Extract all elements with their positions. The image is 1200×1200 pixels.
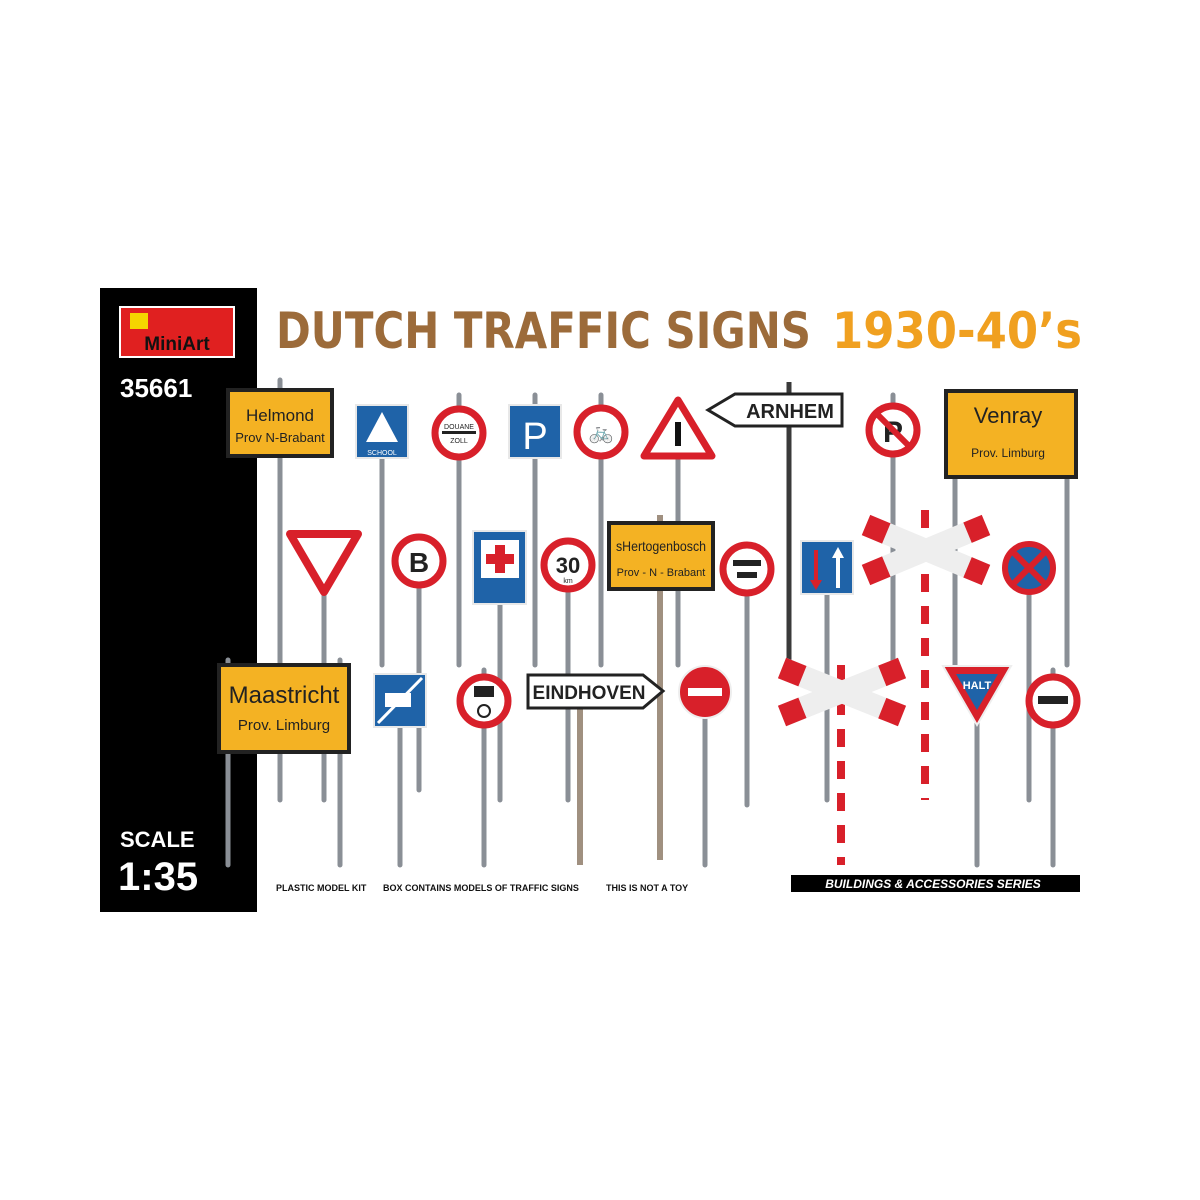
scale-label: SCALE — [120, 827, 195, 852]
sign-no-stopping — [1002, 541, 1056, 595]
sign-end-of-restriction — [373, 673, 427, 728]
sign-no-motor-vehicles — [456, 673, 512, 729]
svg-text:MiniArt: MiniArt — [144, 334, 210, 355]
svg-text:sHertogenbosch: sHertogenbosch — [616, 538, 706, 554]
svg-text:30: 30 — [556, 553, 580, 578]
sign-douane: DOUANE ZOLL — [431, 405, 487, 461]
scale-value: 1:35 — [118, 855, 198, 899]
footer-note-3: THIS IS NOT A TOY — [606, 883, 688, 893]
sign-no-carts — [719, 541, 775, 597]
footer-note-2: BOX CONTAINS MODELS OF TRAFFIC SIGNS — [383, 883, 579, 893]
sign-no-entry — [678, 665, 732, 719]
sign-yield — [286, 530, 362, 596]
sign-speed-30: 30 km — [540, 537, 596, 593]
svg-text:Helmond: Helmond — [246, 406, 314, 425]
sign-no-carts-2 — [1025, 673, 1081, 729]
sign-first-aid — [472, 530, 527, 605]
sign-no-bicycles: 🚲 — [573, 404, 629, 460]
sign-halt: HALT — [941, 665, 1013, 728]
svg-text:DOUANE: DOUANE — [444, 424, 474, 431]
svg-text:km: km — [563, 578, 573, 585]
miniart-logo: MiniArt — [119, 306, 235, 358]
svg-text:EINDHOVEN: EINDHOVEN — [533, 683, 646, 704]
svg-text:SCHOOL: SCHOOL — [367, 450, 397, 457]
sign-b: B — [391, 533, 447, 589]
series-banner: BUILDINGS & ACCESSORIES SERIES — [791, 875, 1080, 892]
footer-note-1: PLASTIC MODEL KIT — [276, 883, 367, 893]
sign-no-parking: P — [865, 402, 921, 458]
svg-text:Maastricht: Maastricht — [229, 682, 340, 709]
sign-maastricht: Maastricht Prov. Limburg — [217, 663, 351, 754]
svg-text:P: P — [522, 416, 547, 458]
svg-text:BUILDINGS & ACCESSORIES SERIES: BUILDINGS & ACCESSORIES SERIES — [825, 877, 1041, 891]
svg-text:ZOLL: ZOLL — [450, 438, 468, 445]
sign-hertogenbosch: sHertogenbosch Prov - N - Brabant — [607, 521, 715, 591]
sign-arnhem: ARNHEM — [705, 392, 844, 428]
sign-warning-triangle — [640, 396, 716, 460]
bicycle-icon: 🚲 — [589, 422, 614, 444]
title-main: DUTCH TRAFFIC SIGNS — [276, 302, 811, 360]
svg-text:Prov. Limburg: Prov. Limburg — [238, 717, 330, 734]
svg-text:Prov. Limburg: Prov. Limburg — [971, 446, 1045, 460]
svg-text:Prov N-Brabant: Prov N-Brabant — [235, 430, 325, 445]
sign-railway-crossbuck — [861, 514, 991, 586]
title-years: 1930-40’s — [832, 302, 1082, 360]
svg-text:Venray: Venray — [974, 403, 1043, 428]
svg-text:HALT: HALT — [963, 680, 992, 692]
sign-parking: P — [508, 404, 562, 459]
kit-number: 35661 — [120, 373, 192, 403]
sign-school: SCHOOL — [355, 404, 409, 459]
sign-venray: Venray Prov. Limburg — [944, 389, 1078, 479]
sign-eindhoven: EINDHOVEN — [526, 673, 666, 710]
svg-text:ARNHEM: ARNHEM — [746, 401, 834, 423]
sign-priority-arrows — [800, 540, 854, 595]
svg-text:Prov - N - Brabant: Prov - N - Brabant — [617, 567, 706, 579]
sign-railway-crossbuck-2 — [777, 657, 907, 727]
sign-helmond: Helmond Prov N-Brabant — [226, 388, 334, 458]
svg-text:B: B — [409, 547, 429, 578]
